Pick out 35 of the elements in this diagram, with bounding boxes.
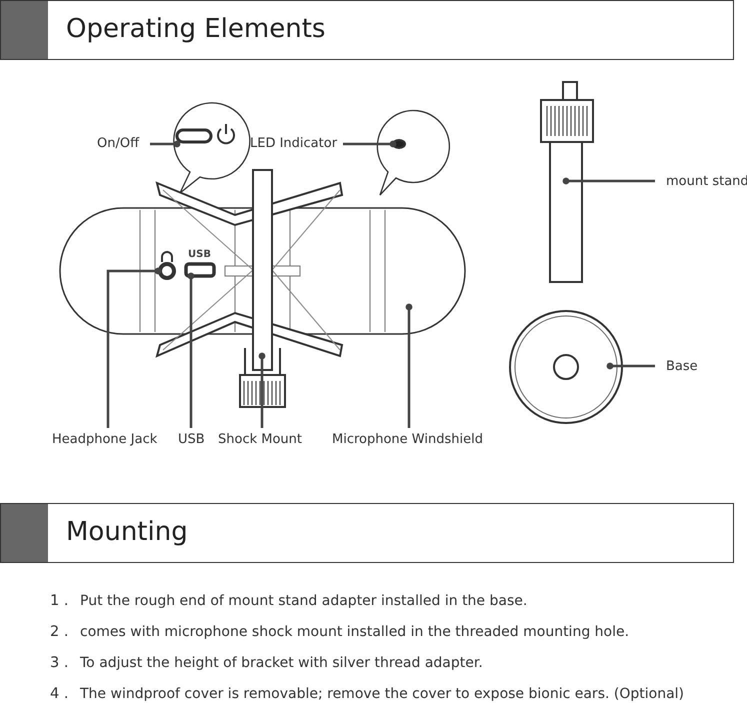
- section-title: Operating Elements: [66, 14, 326, 44]
- mount-stand-drawing: [540, 81, 594, 283]
- step-number: 4 .: [50, 685, 68, 703]
- callout-label: USB: [178, 432, 205, 448]
- leader-line: [562, 178, 655, 184]
- section-title: Mounting: [66, 517, 188, 547]
- callout-label: Shock Mount: [218, 432, 302, 448]
- leader-line: [258, 352, 266, 428]
- callout-label: On/Off: [97, 136, 140, 152]
- port-label: USB: [188, 248, 211, 262]
- callout-label: Microphone Windshield: [332, 432, 483, 448]
- usb-port: [184, 262, 216, 278]
- callout-label: Base: [666, 359, 698, 375]
- step-text: To adjust the height of bracket with silver thread adapter.: [80, 654, 483, 672]
- leader-line: [406, 304, 412, 428]
- headphone-jack: [158, 251, 176, 280]
- leader-line: [188, 272, 194, 428]
- leader-line: [150, 140, 180, 148]
- step-text: Put the rough end of mount stand adapter installed in the base.: [80, 592, 528, 610]
- leader-line: [343, 140, 396, 148]
- step-text: The windproof cover is removable; remove the cover to expose bionic ears. (Optional): [80, 685, 684, 703]
- shock-mount-drawing: [155, 169, 344, 408]
- section-header: [0, 503, 734, 563]
- callout-label: Headphone Jack: [52, 432, 158, 448]
- leader-line: [106, 268, 162, 428]
- magnified-led-drawing: [376, 110, 450, 196]
- section-header: [0, 0, 734, 60]
- magnified-power-button-drawing: [173, 102, 250, 194]
- step-number: 2 .: [50, 623, 68, 641]
- base-drawing: [509, 310, 623, 424]
- leader-line: [606, 362, 655, 370]
- callout-label: LED Indicator: [250, 136, 338, 152]
- step-text: comes with microphone shock mount installed in the threaded mounting hole.: [80, 623, 630, 641]
- step-number: 1 .: [50, 592, 68, 610]
- step-number: 3 .: [50, 654, 68, 672]
